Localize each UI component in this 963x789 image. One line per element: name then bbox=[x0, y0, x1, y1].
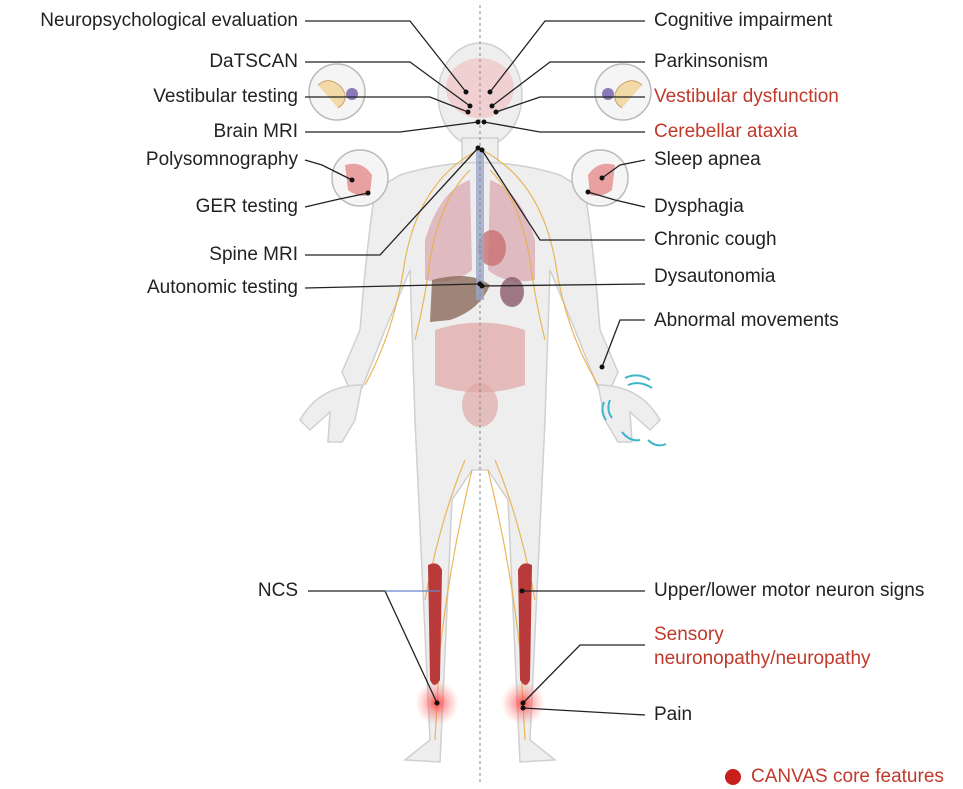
label-vestibular-dysfunction: Vestibular dysfunction bbox=[654, 86, 839, 108]
legend: CANVAS core features bbox=[725, 766, 944, 788]
label-spine-mri: Spine MRI bbox=[209, 244, 298, 266]
label-datscan: DaTSCAN bbox=[209, 51, 298, 73]
label-cerebellar-ataxia: Cerebellar ataxia bbox=[654, 121, 798, 143]
label-motor-neuron-signs: Upper/lower motor neuron signs bbox=[654, 580, 924, 602]
label-vestibular-testing: Vestibular testing bbox=[153, 86, 298, 108]
label-sensory-line1: Sensory bbox=[654, 624, 724, 646]
label-sensory-line2: neuronopathy/neuropathy bbox=[654, 648, 871, 670]
label-dysautonomia: Dysautonomia bbox=[654, 266, 775, 288]
label-polysomnography: Polysomnography bbox=[146, 149, 298, 171]
label-parkinsonism: Parkinsonism bbox=[654, 51, 768, 73]
stomach bbox=[500, 277, 524, 307]
label-sleep-apnea: Sleep apnea bbox=[654, 149, 761, 171]
label-ncs: NCS bbox=[258, 580, 298, 602]
label-autonomic-testing: Autonomic testing bbox=[147, 277, 298, 299]
label-cognitive-impairment: Cognitive impairment bbox=[654, 10, 832, 32]
throat-inset-left bbox=[332, 150, 388, 206]
label-brain-mri: Brain MRI bbox=[214, 121, 298, 143]
ear-inset-right bbox=[595, 64, 651, 120]
label-ger-testing: GER testing bbox=[196, 196, 298, 218]
label-dysphagia: Dysphagia bbox=[654, 196, 744, 218]
label-abnormal-movements: Abnormal movements bbox=[654, 310, 839, 332]
label-chronic-cough: Chronic cough bbox=[654, 229, 777, 251]
legend-dot bbox=[725, 769, 741, 785]
label-pain: Pain bbox=[654, 704, 692, 726]
label-neuropsychological-evaluation: Neuropsychological evaluation bbox=[40, 10, 298, 32]
legend-label: CANVAS core features bbox=[751, 766, 944, 788]
ear-inset-left bbox=[309, 64, 365, 120]
